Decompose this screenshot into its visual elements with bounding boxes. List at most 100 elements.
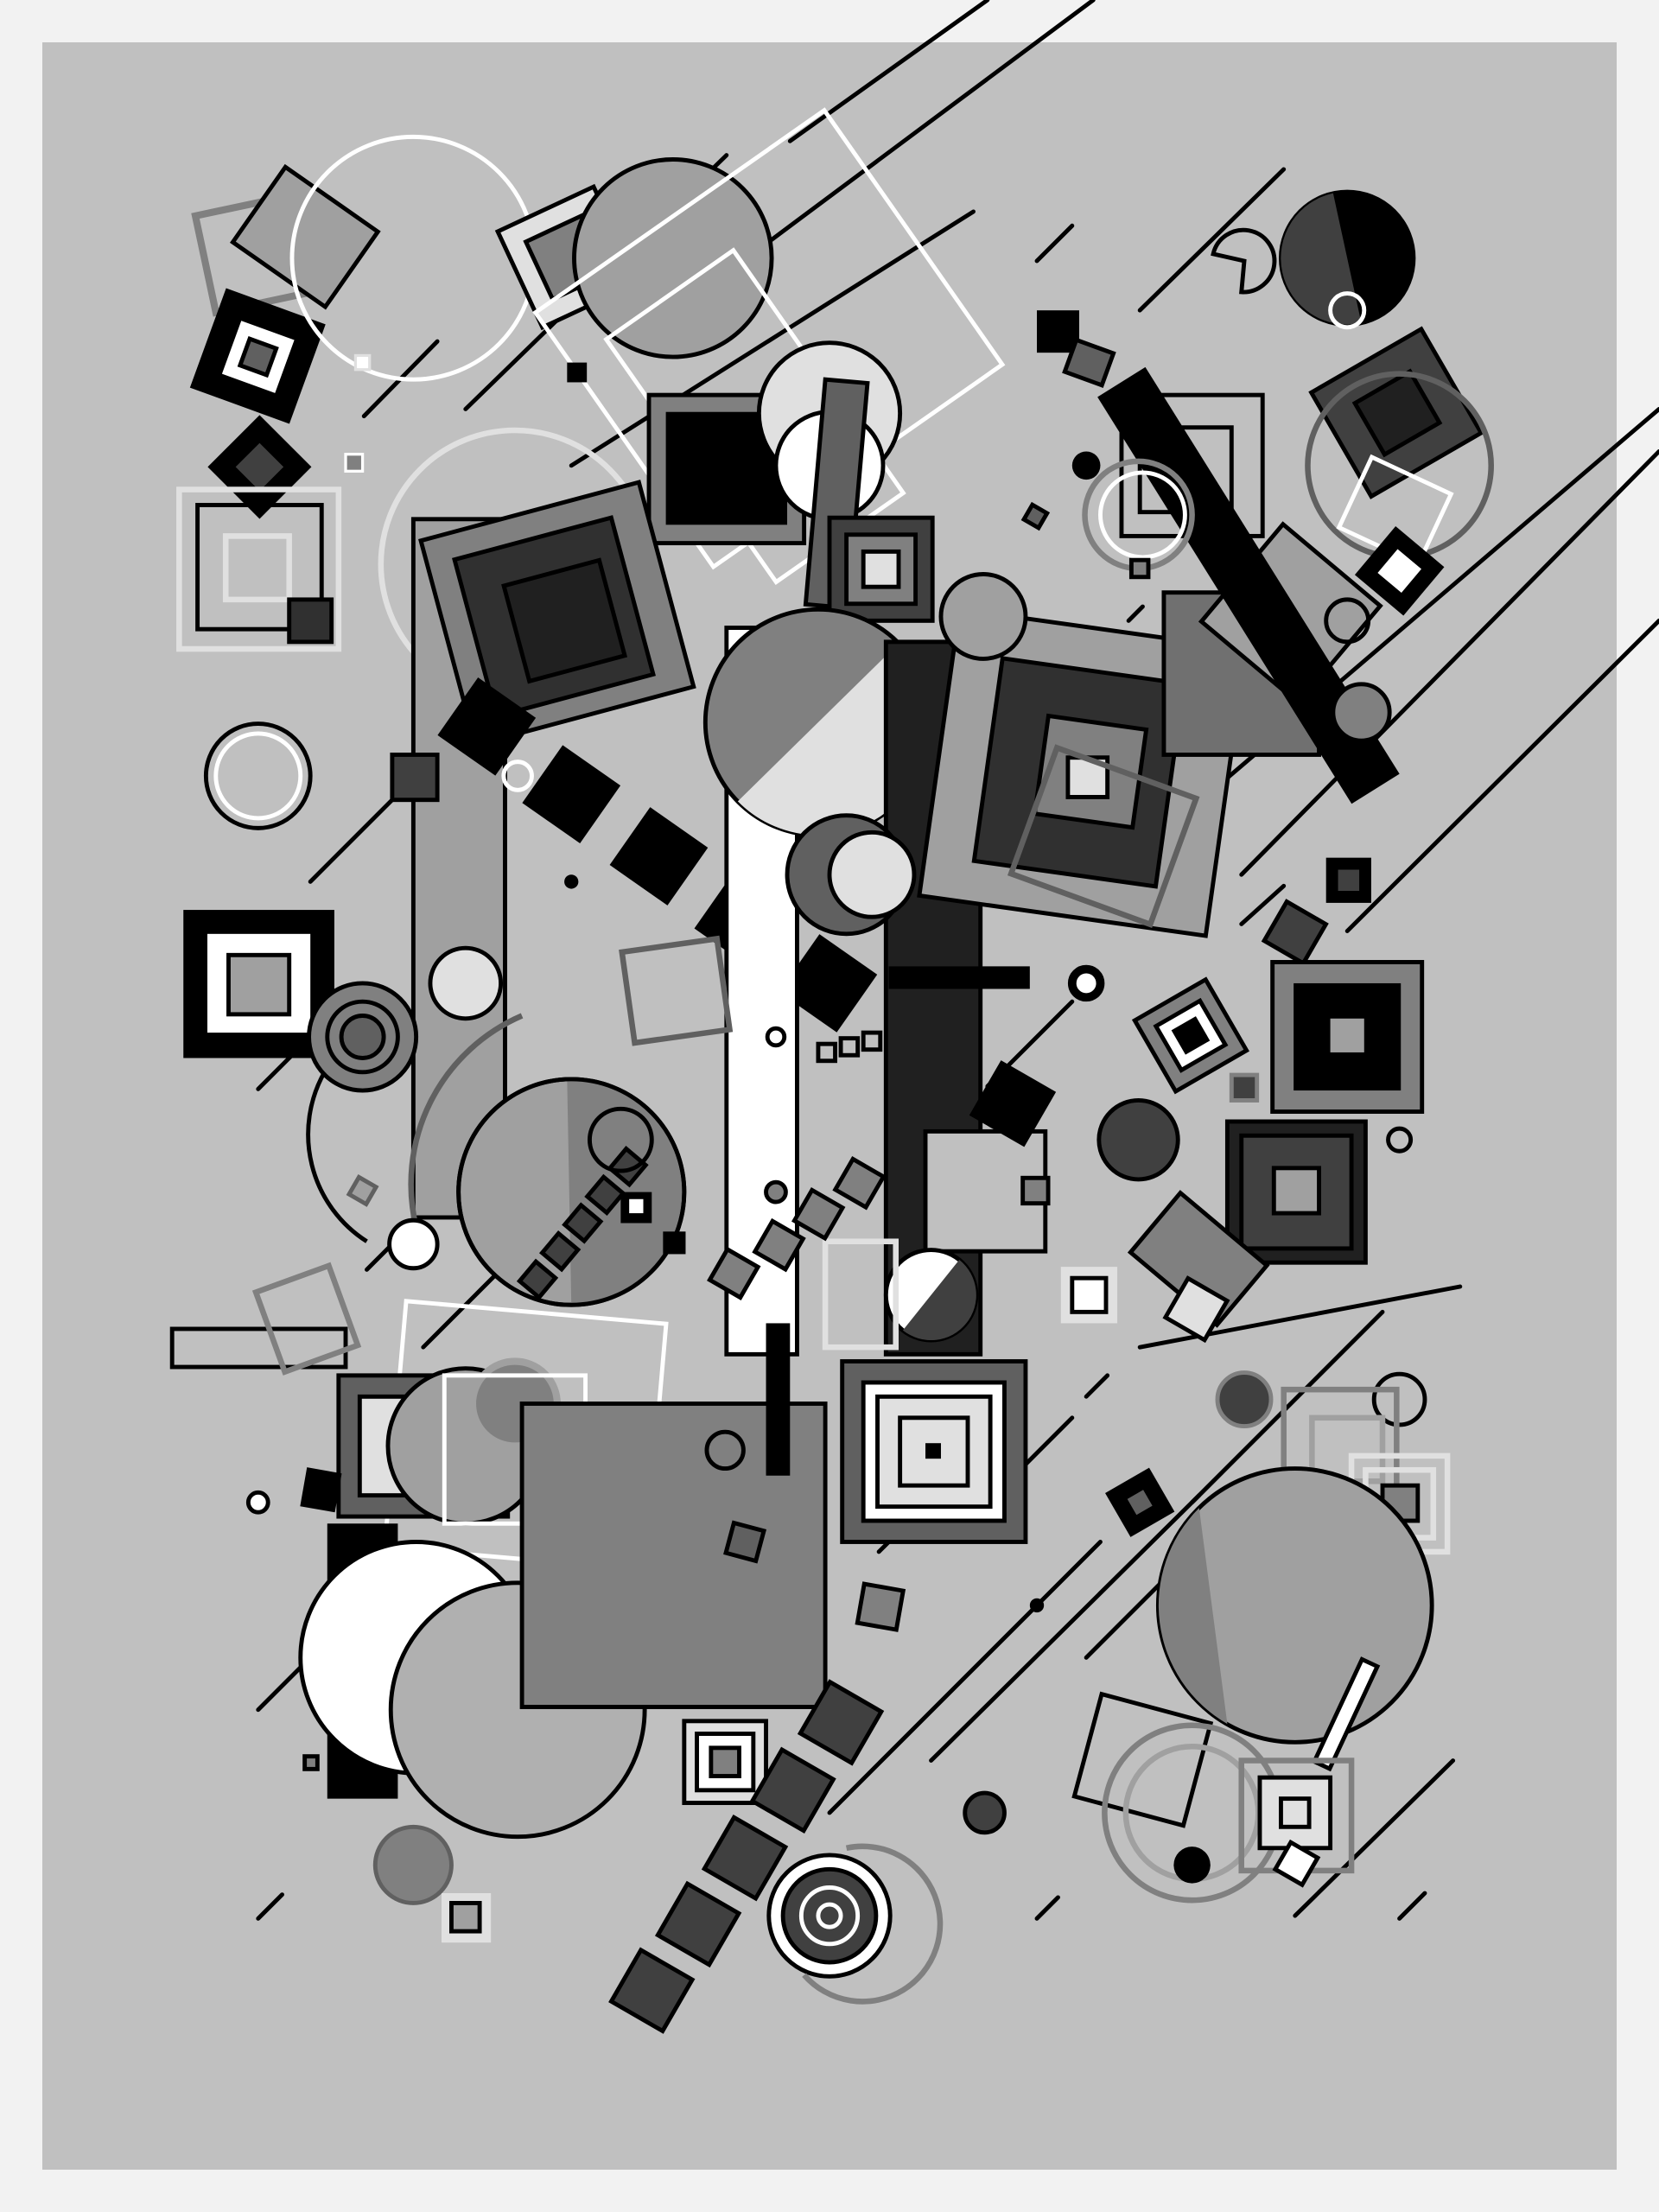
split-circle-light-half <box>737 643 931 836</box>
gray-tilted-square <box>752 1217 806 1273</box>
dark-tilted-square <box>607 1146 649 1188</box>
pacman-arc <box>1211 227 1277 295</box>
small-ring <box>245 1490 270 1515</box>
ring-dot <box>1067 964 1105 1002</box>
light-inner-frame <box>222 533 292 603</box>
small-accents <box>300 353 1260 1613</box>
lower-left-cluster <box>245 1299 828 1943</box>
black-diamond <box>437 677 537 776</box>
dark-circle <box>1096 1098 1180 1182</box>
dark-square <box>287 597 334 645</box>
black-dot <box>1029 1598 1045 1613</box>
black-diamond <box>609 807 709 906</box>
target-ring-inner <box>798 1885 861 1947</box>
dark-square <box>1062 337 1116 388</box>
gray-circle <box>572 157 774 359</box>
white-circle <box>387 1217 440 1271</box>
small-diamond <box>1261 899 1329 967</box>
small-ring <box>501 760 534 792</box>
top-left-cluster <box>176 134 537 830</box>
small-outline-square <box>838 1036 861 1058</box>
outline-square <box>1007 744 1200 928</box>
tilted-darker-square <box>501 557 628 684</box>
black-vertical-bar <box>766 1323 791 1476</box>
small-gray-circle <box>704 1429 746 1471</box>
top-center-cluster <box>378 107 1006 702</box>
dark-tilted-square <box>516 1258 559 1300</box>
inner-square <box>235 442 284 492</box>
small-nested-inner <box>629 1198 644 1214</box>
tiny-diamond <box>346 1174 379 1207</box>
half-dark-circle <box>963 1790 1007 1835</box>
gray-tilted-square <box>707 1246 761 1300</box>
black-square <box>300 1467 342 1513</box>
small-nested-square <box>390 753 440 803</box>
framed-small-inner <box>449 1901 482 1934</box>
dark-tilted-square <box>701 1815 789 1902</box>
small-dark-square <box>1229 1072 1260 1103</box>
ring-target-core <box>339 1014 386 1060</box>
small-outline-square <box>816 1041 837 1064</box>
light-square <box>1162 1275 1230 1344</box>
nested-diamond-inner <box>1371 543 1427 599</box>
lower-center-cluster <box>608 1359 1175 2034</box>
gray-core-square <box>1330 1018 1364 1052</box>
arc <box>408 1013 524 1229</box>
black-tilted-inner <box>1121 1484 1159 1521</box>
gray-circle <box>938 572 1028 661</box>
small-white-diamond <box>1272 1839 1321 1888</box>
white-outline-square <box>1336 454 1454 568</box>
small-ring <box>1386 1126 1414 1154</box>
target-ring <box>780 1866 879 1965</box>
gray-ring <box>588 1106 654 1173</box>
dark-nested-inner <box>1239 1133 1354 1251</box>
gray-circle <box>1331 682 1392 743</box>
small-tilted-square <box>723 1520 767 1564</box>
black-dot <box>1071 451 1101 480</box>
white-circle <box>428 945 504 1021</box>
black-core <box>925 1443 941 1459</box>
tiny-square <box>567 362 588 383</box>
dark-tilted-square <box>584 1173 626 1217</box>
half-circle-dark <box>902 1259 976 1341</box>
dark-tilted-square <box>797 1679 885 1766</box>
small-ring <box>1328 291 1367 330</box>
tiny-square <box>1128 557 1151 580</box>
small-ring <box>765 1026 787 1048</box>
tilted-square <box>230 163 381 310</box>
tiny-square <box>302 1754 320 1771</box>
ring-inner <box>1098 470 1187 560</box>
ring <box>1324 597 1371 645</box>
gray-circle <box>456 1077 687 1307</box>
dark-dash <box>888 966 1030 989</box>
white-ring <box>203 721 313 830</box>
black-diamond <box>779 934 878 1033</box>
small-outline-square <box>861 1030 883 1052</box>
tiny-square <box>1020 501 1051 531</box>
black-diamond <box>969 1060 1057 1147</box>
small-gray-dot <box>764 1179 788 1205</box>
nested-diamond-core <box>1171 1016 1211 1055</box>
target-core <box>816 1902 843 1929</box>
dark-tilted-square <box>539 1230 582 1273</box>
outline-square <box>251 1262 362 1376</box>
black-frame <box>195 503 324 632</box>
outline-square <box>822 1238 899 1351</box>
nested-frame-core <box>709 1745 741 1778</box>
inner-square <box>237 335 279 378</box>
small-nested-inner <box>1333 865 1363 895</box>
ring-target-inner <box>325 999 400 1075</box>
gray-circle <box>372 1824 454 1905</box>
dark-tilted-square <box>654 1880 742 1968</box>
dark-tilted-square <box>749 1746 836 1834</box>
dark-tilted-square <box>562 1202 604 1244</box>
white-ring-inner <box>213 731 303 821</box>
black-dot <box>564 874 579 889</box>
dark-tilted-square <box>608 1947 696 2034</box>
tilted-gray-square <box>1127 1190 1270 1328</box>
dark-circle <box>1215 1370 1274 1429</box>
light-ring <box>827 830 917 919</box>
dark-split-circle-half <box>1281 193 1362 325</box>
gray-arc <box>802 1843 944 2005</box>
